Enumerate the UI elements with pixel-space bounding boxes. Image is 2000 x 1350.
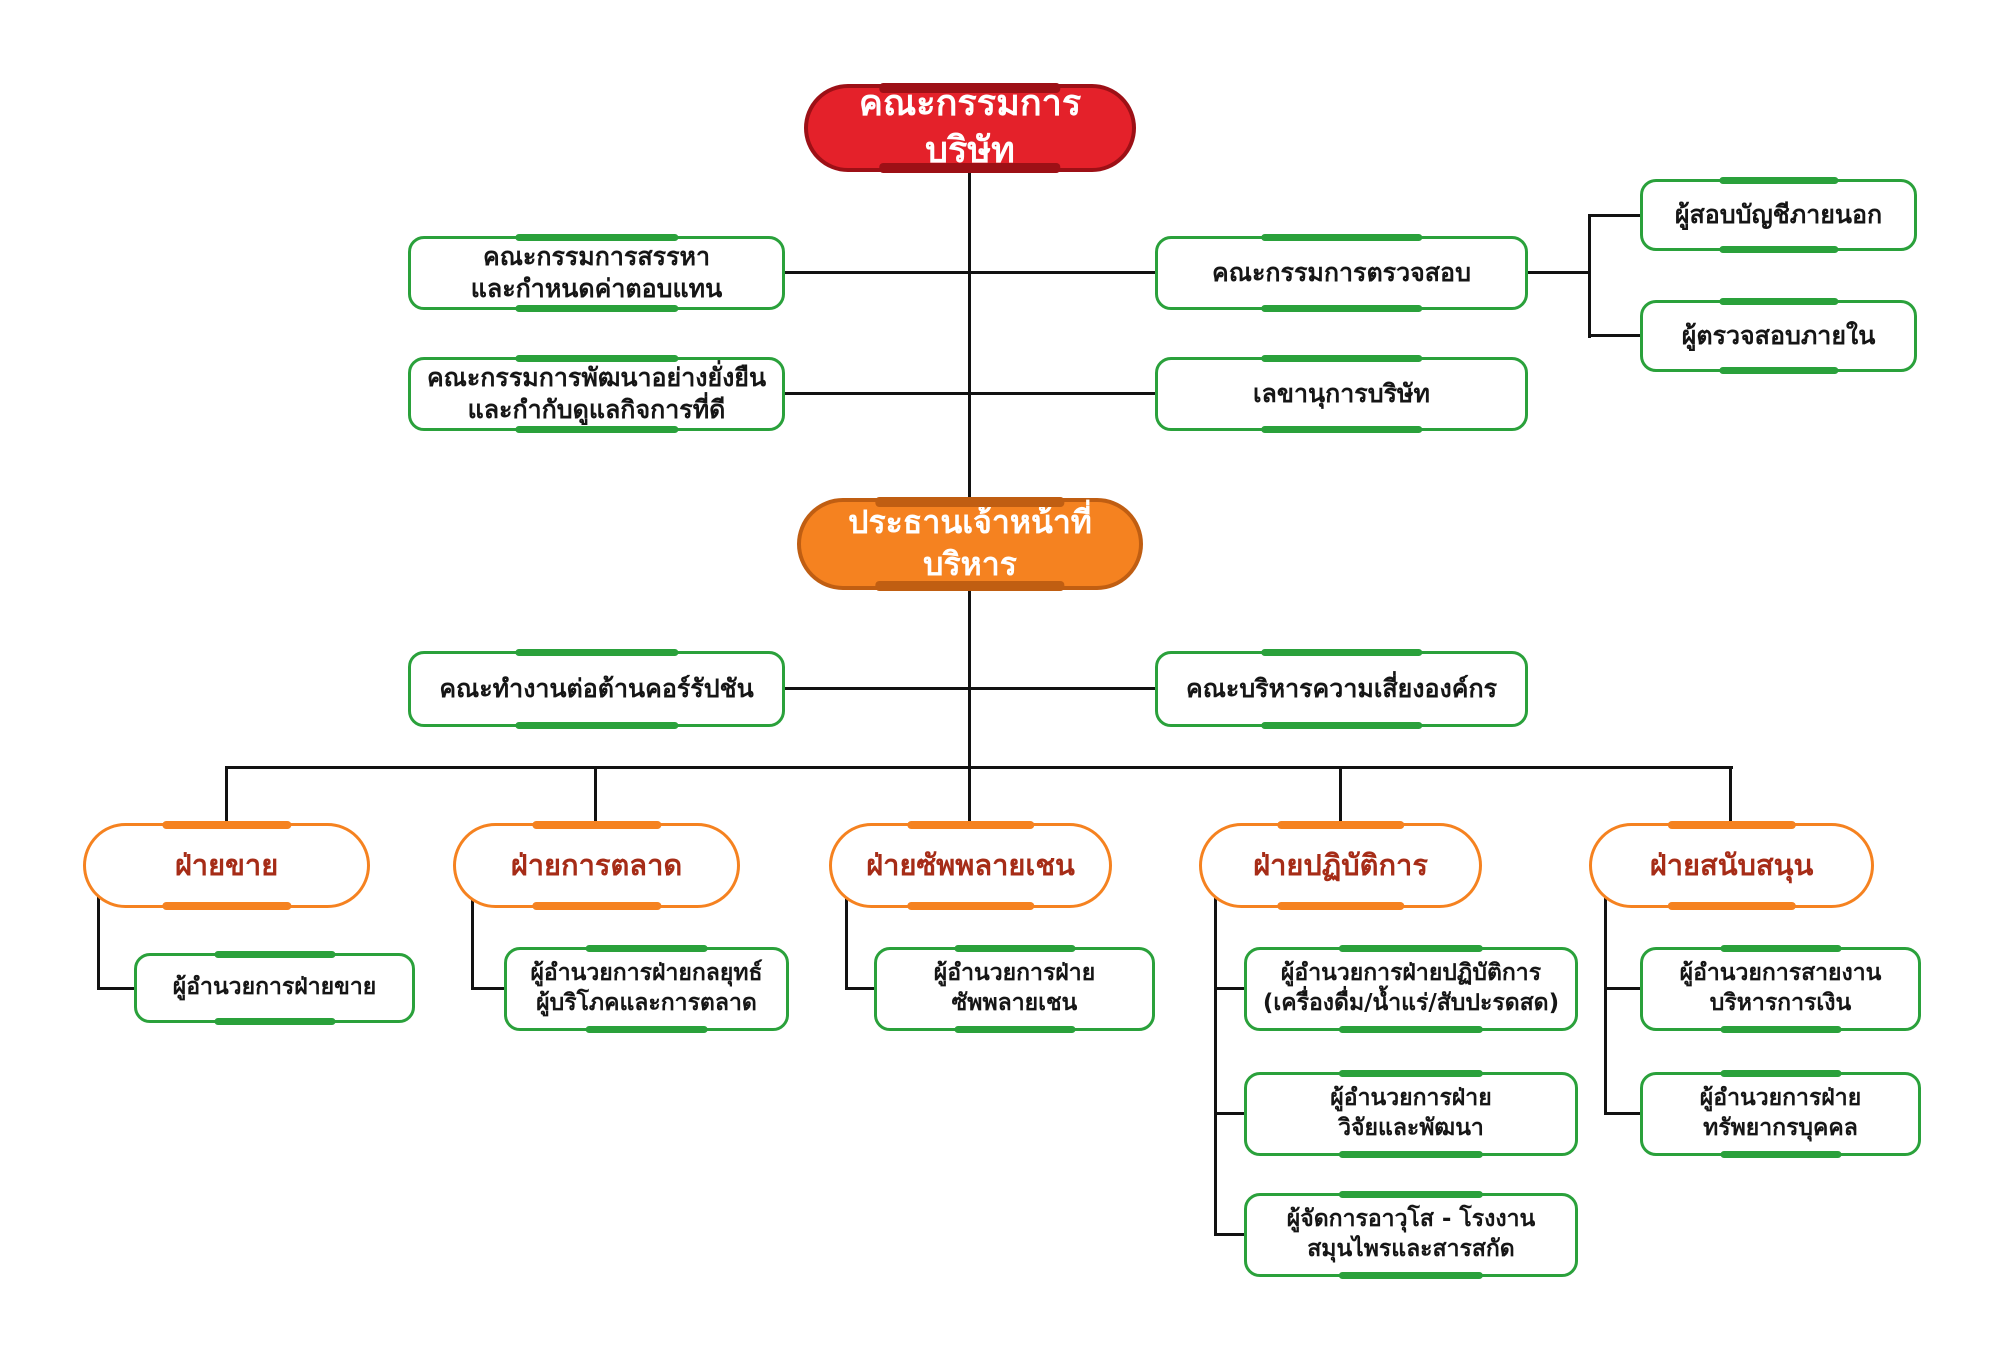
node-dept-sales: ฝ่ายขาย [83, 823, 370, 908]
connector-external-auditor [1588, 214, 1640, 217]
internal-auditor-label: ผู้ตรวจสอบภายใน [1681, 320, 1876, 350]
sustainability-governance-committee-label: คณะกรรมการพัฒนาอย่างยั่งยืน และกำกับดูแล… [426, 362, 767, 425]
node-dept-operations: ฝ่ายปฏิบัติการ [1199, 823, 1482, 908]
dept-supply-chain-label: ฝ่ายซัพพลายเชน [866, 847, 1075, 882]
research-development-director-label: ผู้อำนวยการฝ่าย วิจัยและพัฒนา [1330, 1085, 1492, 1141]
node-nomination-remuneration-committee: คณะกรรมการสรรหา และกำหนดค่าตอบแทน [408, 236, 785, 310]
connector-sales-elbow-h [97, 987, 137, 990]
dept-operations-label: ฝ่ายปฏิบัติการ [1253, 847, 1428, 882]
connector-marketing-elbow-v [471, 890, 474, 990]
marketing-strategy-director-label: ผู้อำนวยการฝ่ายกลยุทธ์ ผู้บริโภคและการตล… [530, 960, 763, 1016]
connector-stub-marketing [594, 766, 597, 825]
node-sustainability-governance-committee: คณะกรรมการพัฒนาอย่างยั่งยืน และกำกับดูแล… [408, 357, 785, 431]
node-board-of-directors: คณะกรรมการบริษัท [804, 83, 1136, 172]
node-marketing-strategy-director: ผู้อำนวยการฝ่ายกลยุทธ์ ผู้บริโภคและการตล… [504, 947, 789, 1031]
sales-director-label: ผู้อำนวยการฝ่ายขาย [172, 974, 377, 1001]
connector-ceo-to-departments [968, 588, 971, 825]
node-supply-chain-director: ผู้อำนวยการฝ่าย ซัพพลายเชน [874, 947, 1155, 1031]
connector-audit-branch-v [1588, 214, 1591, 338]
connector-committee-row3 [785, 687, 1157, 690]
node-operations-director: ผู้อำนวยการฝ่ายปฏิบัติการ (เครื่องดื่ม/น… [1244, 947, 1578, 1031]
connector-supplychain-elbow-v [845, 890, 848, 990]
connector-internal-auditor [1588, 334, 1640, 337]
connector-operations-elbow-h3 [1214, 1233, 1247, 1236]
node-dept-marketing: ฝ่ายการตลาด [453, 823, 740, 908]
node-risk-management-committee: คณะบริหารความเสี่ยงองค์กร [1155, 651, 1528, 727]
node-finance-director: ผู้อำนวยการสายงาน บริหารการเงิน [1640, 947, 1921, 1031]
node-human-resources-director: ผู้อำนวยการฝ่าย ทรัพยากรบุคคล [1640, 1072, 1921, 1156]
connector-stub-operations [1339, 766, 1342, 825]
connector-sales-elbow-v [97, 890, 100, 990]
board-of-directors-label: คณะกรรมการบริษัท [858, 83, 1082, 171]
node-herb-extract-plant-senior-manager: ผู้จัดการอาวุโส - โรงงาน สมุนไพรและสารสก… [1244, 1193, 1578, 1277]
node-sales-director: ผู้อำนวยการฝ่ายขาย [134, 953, 415, 1023]
risk-management-committee-label: คณะบริหารความเสี่ยงองค์กร [1185, 673, 1498, 703]
node-research-development-director: ผู้อำนวยการฝ่าย วิจัยและพัฒนา [1244, 1072, 1578, 1156]
supply-chain-director-label: ผู้อำนวยการฝ่าย ซัพพลายเชน [933, 960, 1096, 1016]
connector-marketing-elbow-h [471, 987, 507, 990]
connector-operations-elbow-v [1214, 890, 1217, 1236]
connector-support-elbow-h1 [1604, 987, 1643, 990]
human-resources-director-label: ผู้อำนวยการฝ่าย ทรัพยากรบุคคล [1699, 1085, 1862, 1141]
operations-director-label: ผู้อำนวยการฝ่ายปฏิบัติการ (เครื่องดื่ม/น… [1262, 960, 1560, 1016]
herb-extract-plant-senior-manager-label: ผู้จัดการอาวุโส - โรงงาน สมุนไพรและสารสก… [1286, 1206, 1536, 1262]
connector-operations-elbow-h2 [1214, 1112, 1247, 1115]
company-secretary-label: เลขานุการบริษัท [1253, 378, 1430, 408]
connector-board-to-ceo [968, 170, 971, 500]
connector-committee-row1 [785, 271, 1157, 274]
connector-department-distribution [225, 766, 1733, 769]
audit-committee-label: คณะกรรมการตรวจสอบ [1212, 257, 1471, 287]
chief-executive-officer-label: ประธานเจ้าหน้าที่บริหาร [848, 503, 1092, 583]
nomination-remuneration-committee-label: คณะกรรมการสรรหา และกำหนดค่าตอบแทน [470, 241, 723, 304]
node-chief-executive-officer: ประธานเจ้าหน้าที่บริหาร [797, 498, 1143, 590]
connector-stub-support [1729, 766, 1732, 825]
connector-operations-elbow-h1 [1214, 987, 1247, 990]
node-external-auditor: ผู้สอบบัญชีภายนอก [1640, 179, 1917, 251]
external-auditor-label: ผู้สอบบัญชีภายนอก [1674, 199, 1883, 229]
dept-marketing-label: ฝ่ายการตลาด [510, 847, 683, 882]
finance-director-label: ผู้อำนวยการสายงาน บริหารการเงิน [1679, 960, 1882, 1016]
node-dept-support: ฝ่ายสนับสนุน [1589, 823, 1874, 908]
dept-support-label: ฝ่ายสนับสนุน [1649, 847, 1814, 882]
connector-supplychain-elbow-h [845, 987, 877, 990]
anti-corruption-working-group-label: คณะทำงานต่อต้านคอร์รัปชัน [439, 673, 754, 703]
connector-audit-branch-h [1526, 271, 1590, 274]
connector-committee-row2 [785, 392, 1157, 395]
node-company-secretary: เลขานุการบริษัท [1155, 357, 1528, 431]
node-dept-supply-chain: ฝ่ายซัพพลายเชน [829, 823, 1112, 908]
node-audit-committee: คณะกรรมการตรวจสอบ [1155, 236, 1528, 310]
dept-sales-label: ฝ่ายขาย [174, 847, 279, 882]
node-anti-corruption-working-group: คณะทำงานต่อต้านคอร์รัปชัน [408, 651, 785, 727]
connector-support-elbow-h2 [1604, 1112, 1643, 1115]
connector-support-elbow-v [1604, 890, 1607, 1115]
node-internal-auditor: ผู้ตรวจสอบภายใน [1640, 300, 1917, 372]
connector-stub-sales [225, 766, 228, 825]
